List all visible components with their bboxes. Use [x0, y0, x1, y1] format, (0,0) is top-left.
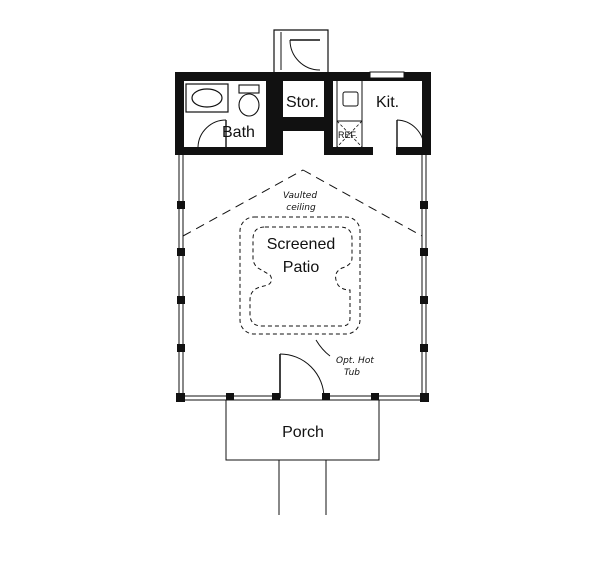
porch-label: Porch [282, 424, 324, 441]
hot-tub-outline [239, 216, 361, 335]
bath-door[interactable] [197, 119, 227, 148]
top-entry-bumpout [273, 29, 329, 72]
hot-tub-note-line2: Tub [344, 368, 360, 378]
vaulted-note-line1: Vaulted [283, 191, 317, 201]
toilet-icon [238, 84, 260, 117]
porch-walkway [278, 460, 327, 515]
vaulted-ceiling-lines [182, 169, 423, 237]
kitchen-door[interactable] [396, 119, 425, 148]
kitchen-counter [336, 81, 363, 148]
core-walls [175, 72, 431, 155]
kitchen-label: Kit. [376, 94, 399, 111]
storage-label: Stor. [286, 94, 319, 111]
porch-outline [225, 399, 380, 461]
bath-label: Bath [222, 124, 255, 141]
patio-label-line2: Patio [283, 259, 320, 276]
hot-tub-leader [315, 339, 331, 357]
refrigerator-label: REF. [338, 130, 358, 140]
storage-door[interactable] [289, 39, 321, 71]
hot-tub-note-line1: Opt. Hot [336, 356, 374, 366]
patio-label-line1: Screened [267, 236, 336, 253]
vaulted-note-line2: ceiling [286, 203, 316, 213]
screen-posts [176, 201, 429, 402]
kitchen-window [369, 71, 405, 79]
bathroom-fixtures [185, 83, 229, 113]
patio-door[interactable] [279, 353, 325, 399]
